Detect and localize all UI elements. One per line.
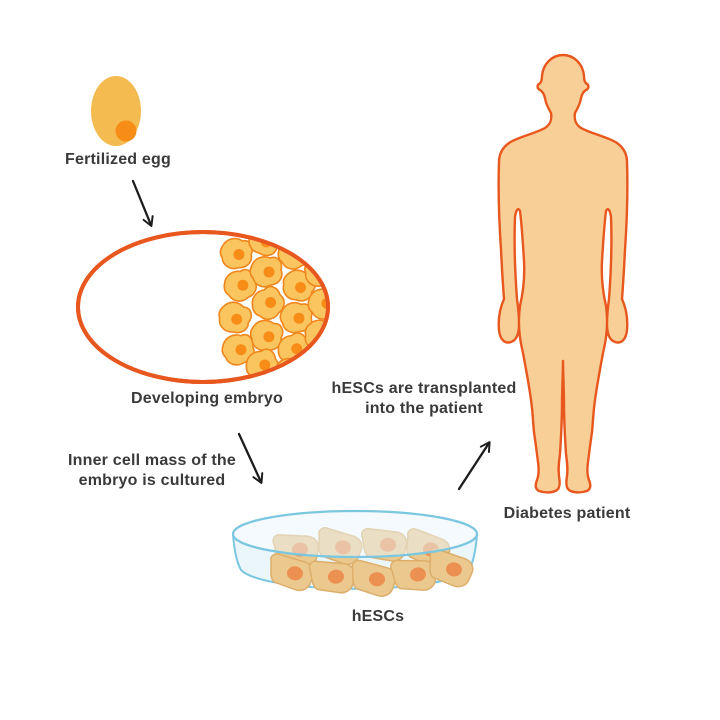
transplant-caption: hESCs are transplanted into the patient xyxy=(332,379,517,419)
diabetes-patient-illustration xyxy=(497,53,629,494)
transplant-caption-line2: into the patient xyxy=(365,400,483,417)
culture-caption-line2: embryo is cultured xyxy=(78,472,226,489)
arrow-embryo-to-dish-icon xyxy=(237,432,264,484)
culture-caption-line1: Inner cell mass of the xyxy=(67,452,237,469)
embryo-outline xyxy=(76,230,330,384)
arrow-egg-to-embryo-icon xyxy=(131,179,154,227)
developing-embryo-illustration xyxy=(76,230,330,384)
diabetes-patient-label: Diabetes patient xyxy=(503,505,631,522)
fertilized-egg-illustration xyxy=(91,76,141,146)
egg-nucleus xyxy=(115,120,137,142)
dish-rim xyxy=(231,509,479,559)
arrow-dish-to-patient-icon xyxy=(457,441,491,491)
transplant-caption-line1: hESCs are transplanted xyxy=(331,380,517,397)
culture-caption: Inner cell mass of the embryo is culture… xyxy=(68,451,236,491)
developing-embryo-label: Developing embryo xyxy=(131,390,283,407)
petri-dish-illustration xyxy=(231,509,479,598)
fertilized-egg-label: Fertilized egg xyxy=(65,151,171,168)
patient-body-silhouette xyxy=(497,53,629,494)
hescs-label: hESCs xyxy=(351,608,405,625)
